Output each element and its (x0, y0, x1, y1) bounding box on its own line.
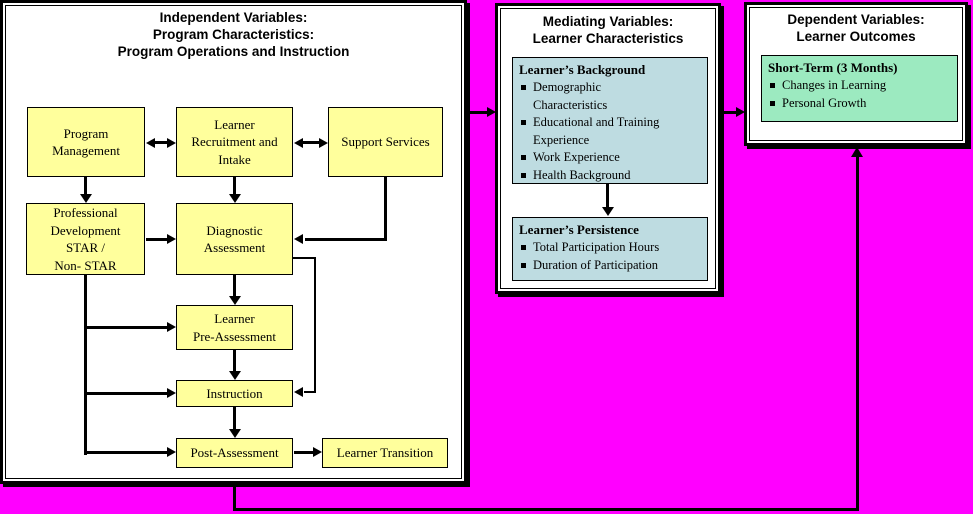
learner-background-heading: Learner’s Background (519, 62, 646, 77)
list-item-label: Personal Growth (782, 95, 867, 110)
bullet-square-icon (521, 172, 526, 178)
list-item-label: Work Experience (533, 150, 620, 164)
bullet-square-icon (521, 85, 526, 90)
dependent-panel-title: Dependent Variables: Learner Outcomes (787, 12, 925, 44)
list-item-label: Educational and Training Experience (533, 115, 660, 147)
post-assessment-box: Post-Assessment (176, 438, 293, 468)
diagnostic-assessment-box: Diagnostic Assessment (176, 203, 293, 275)
list-item-label: Total Participation Hours (533, 240, 660, 254)
learner-pre-assessment-box: Learner Pre-Assessment (176, 305, 293, 350)
list-item: Health Background (519, 167, 703, 185)
list-item-label: Demographic Characteristics (533, 80, 608, 112)
list-item: Duration of Participation (519, 257, 703, 275)
instruction-box: Instruction (176, 380, 293, 407)
list-item: Changes in Learning (768, 77, 953, 95)
bullet-square-icon (521, 120, 526, 125)
support-services-box: Support Services (328, 107, 443, 177)
learner-transition-box: Learner Transition (322, 438, 448, 468)
list-item-label: Changes in Learning (782, 78, 887, 92)
learner-recruitment-box: Learner Recruitment and Intake (176, 107, 293, 177)
short-term-outcomes-box: Short-Term (3 Months) Changes in Learnin… (761, 55, 958, 122)
professional-development-box: Professional Development STAR / Non- STA… (26, 203, 145, 275)
list-item: Work Experience (519, 149, 703, 167)
bullet-square-icon (521, 262, 526, 268)
bullet-square-icon (521, 155, 526, 160)
list-item-label: Duration of Participation (533, 257, 658, 272)
list-item: Personal Growth (768, 95, 953, 113)
learner-persistence-box: Learner’s Persistence Total Participatio… (512, 217, 708, 281)
program-management-box: Program Management (27, 107, 145, 177)
bullet-square-icon (521, 245, 526, 250)
list-item: Demographic Characteristics (519, 79, 703, 114)
bullet-square-icon (770, 83, 775, 88)
bullet-square-icon (770, 100, 775, 106)
list-item-label: Health Background (533, 167, 631, 182)
mediating-panel-title: Mediating Variables: Learner Characteris… (532, 14, 684, 46)
independent-panel-title: Independent Variables: Program Character… (117, 10, 350, 59)
learner-persistence-heading: Learner’s Persistence (519, 222, 639, 237)
learner-background-box: Learner’s Background Demographic Charact… (512, 57, 708, 184)
list-item: Total Participation Hours (519, 239, 703, 257)
list-item: Educational and Training Experience (519, 114, 703, 149)
short-term-heading: Short-Term (3 Months) (768, 60, 898, 75)
